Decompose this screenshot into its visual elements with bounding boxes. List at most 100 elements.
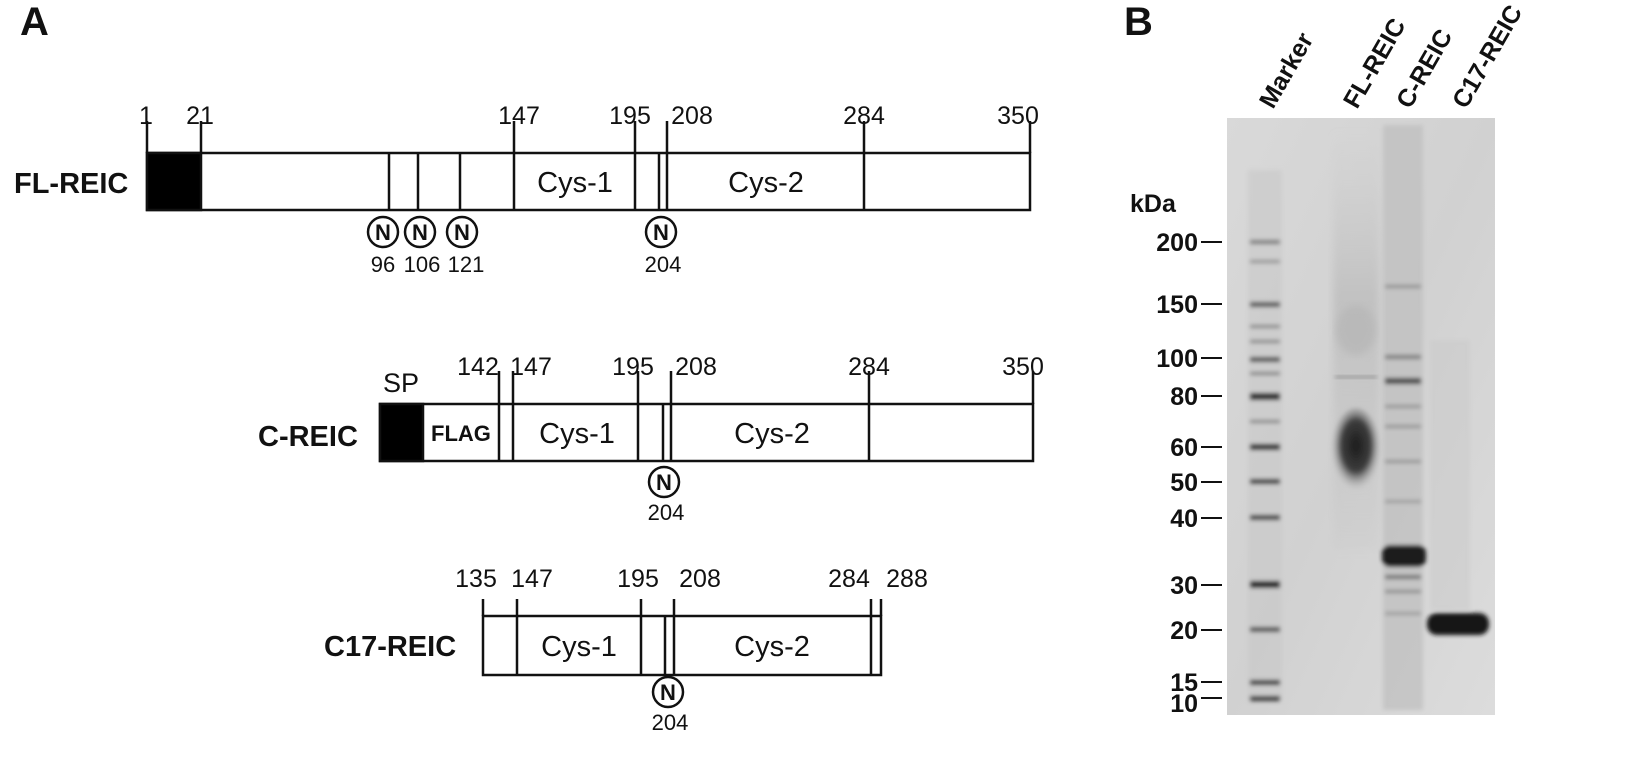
c-reic-band [1385, 590, 1421, 593]
position-label: 350 [997, 102, 1039, 130]
mw-marker-label: 80 [1170, 383, 1198, 411]
mw-marker: 50 [1170, 469, 1222, 497]
c17-reic-positions: 135 147 195 208 284 288 [455, 565, 928, 593]
panel-a-letter: A [20, 0, 49, 44]
glycosylation-site-circle [403, 215, 437, 249]
position-label: 284 [848, 353, 890, 381]
mw-marker-label: 15 [1170, 669, 1198, 697]
mw-marker-label: 60 [1170, 434, 1198, 462]
position-label: 147 [511, 565, 553, 593]
glycosylation-site-circle [644, 215, 678, 249]
c-reic-band [1382, 545, 1426, 567]
marker-band [1250, 325, 1280, 328]
position-label: 195 [609, 102, 651, 130]
marker-band [1250, 696, 1280, 701]
fl-reic-positions: 1 21 147 195 208 284 350 [139, 102, 1039, 130]
c-reic-lane [1382, 125, 1426, 710]
mw-ladder: 200 150 100 80 60 50 40 30 [1156, 229, 1222, 718]
fl-reic-construct: FL-REIC [14, 121, 1032, 212]
marker-band [1250, 240, 1280, 244]
position-label: 208 [679, 565, 721, 593]
marker-band [1250, 340, 1280, 343]
glycosylation-mark: N [375, 220, 391, 245]
c-reic-band [1385, 612, 1421, 615]
signal-peptide-label: SP [383, 368, 419, 398]
mw-marker: 40 [1170, 505, 1222, 533]
position-label: 195 [612, 353, 654, 381]
c-reic-positions: 142 147 195 208 284 350 [457, 353, 1044, 381]
domain-label: Cys-2 [734, 631, 810, 663]
position-label: 208 [675, 353, 717, 381]
glycosylation-position: 96 [371, 252, 395, 277]
c17-reic-bar [481, 614, 883, 677]
marker-band [1250, 357, 1280, 362]
glycosylation-position: 121 [448, 252, 485, 277]
position-label: 288 [886, 565, 928, 593]
c-reic-label: C-REIC [258, 421, 358, 453]
lane-label-marker: Marker [1254, 28, 1319, 113]
position-label: 21 [186, 102, 214, 130]
marker-band [1250, 444, 1280, 450]
lane-label-c17-reic: C17-REIC [1447, 0, 1528, 113]
c17-reic-construct: C17-REIC [324, 599, 883, 677]
marker-band [1250, 680, 1280, 685]
fl-reic-signal-peptide [145, 151, 203, 212]
domain-label: Cys-1 [537, 167, 613, 199]
c-reic-band [1385, 575, 1421, 579]
glycosylation-mark: N [656, 470, 672, 495]
marker-lane [1248, 170, 1282, 701]
marker-band [1250, 393, 1280, 400]
c-reic-domains: Cys-1 Cys-2 [539, 418, 810, 450]
mw-marker: 80 [1170, 383, 1222, 411]
fl-reic-glyco-sites: N N N N 96 106 121 204 [366, 215, 682, 277]
mw-marker: 100 [1156, 345, 1222, 373]
fl-reic-domains: Cys-1 Cys-2 [537, 167, 804, 199]
position-label: 195 [617, 565, 659, 593]
marker-band [1250, 627, 1280, 632]
mw-marker-label: 100 [1156, 345, 1198, 373]
c17-reic-glyco-sites: N 204 [652, 675, 688, 735]
c-reic-band [1385, 405, 1421, 408]
marker-band [1250, 515, 1280, 520]
domain-label: Cys-2 [734, 418, 810, 450]
c17-reic-lane [1427, 340, 1489, 635]
position-label: 142 [457, 353, 499, 381]
marker-band [1250, 372, 1280, 375]
c-reic-glyco-sites: N 204 [647, 465, 685, 525]
mw-marker-label: 50 [1170, 469, 1198, 497]
glycosylation-mark: N [412, 220, 428, 245]
mw-marker: 200 [1156, 229, 1222, 257]
glycosylation-position: 204 [648, 500, 685, 525]
mw-marker: 20 [1170, 617, 1222, 645]
position-label: 147 [498, 102, 540, 130]
marker-band [1250, 479, 1280, 484]
fl-reic-label: FL-REIC [14, 168, 128, 200]
c17-reic-label: C17-REIC [324, 631, 456, 663]
glycosylation-site-circle [647, 465, 681, 499]
marker-band [1250, 260, 1280, 263]
fl-reic-lane [1332, 130, 1380, 550]
c-reic-band [1385, 378, 1421, 384]
fl-reic-band [1332, 408, 1380, 492]
glycosylation-site-circle [366, 215, 400, 249]
lane-labels: Marker FL-REIC C-REIC C17-REIC [1254, 0, 1528, 113]
mw-marker-label: 200 [1156, 229, 1198, 257]
panel-b-letter: B [1124, 0, 1153, 44]
c17-reic-domains: Cys-1 Cys-2 [541, 631, 810, 663]
c-reic-band [1385, 460, 1421, 463]
mw-marker-label: 10 [1170, 690, 1198, 718]
gel-image [1227, 118, 1495, 715]
marker-band [1250, 420, 1280, 423]
mw-marker-label: 40 [1170, 505, 1198, 533]
glycosylation-position: 204 [645, 252, 682, 277]
c-reic-band [1385, 425, 1421, 428]
position-label: 135 [455, 565, 497, 593]
glycosylation-mark: N [454, 220, 470, 245]
mw-marker: 60 [1170, 434, 1222, 462]
mw-marker-label: 150 [1156, 291, 1198, 319]
position-label: 284 [843, 102, 885, 130]
c-reic-construct: C-REIC SP [258, 368, 1035, 463]
mw-marker: 150 [1156, 291, 1222, 319]
c-reic-signal-peptide [378, 402, 425, 463]
